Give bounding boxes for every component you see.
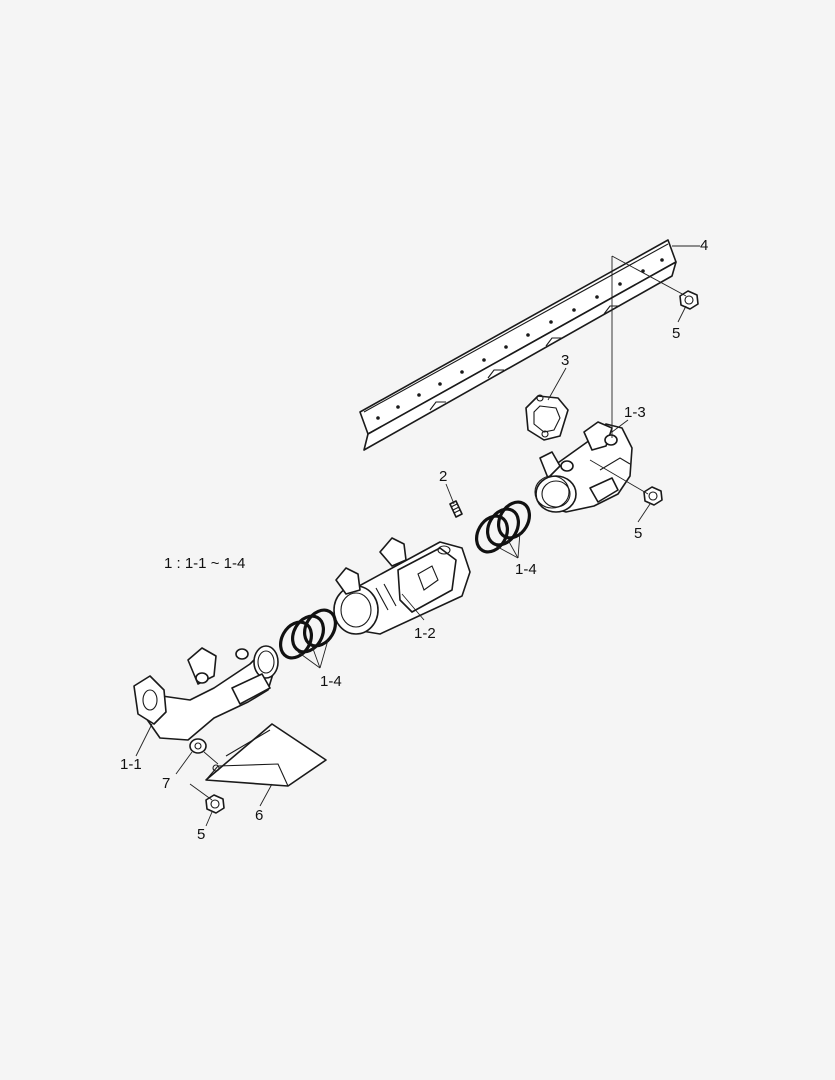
label-part-5-middle: 5 — [634, 525, 643, 542]
label-part-4: 4 — [700, 237, 709, 254]
nut-middle — [643, 486, 663, 506]
nut-bottom — [205, 794, 225, 814]
nut-top — [679, 290, 699, 310]
label-part-3: 3 — [561, 352, 570, 369]
label-part-6: 6 — [255, 807, 264, 824]
manifold-front-section — [133, 645, 279, 741]
label-part-5-top: 5 — [672, 325, 681, 342]
manifold-rear-section — [534, 421, 633, 513]
leader-lines — [135, 245, 700, 827]
washer — [189, 738, 207, 754]
manifold-middle-section — [333, 537, 471, 635]
label-part-5-bottom: 5 — [197, 826, 206, 843]
assembly-note: 1 : 1-1 ~ 1-4 — [164, 555, 246, 572]
heat-shield-bracket — [359, 239, 677, 451]
label-part-1-1: 1-1 — [120, 756, 142, 773]
gasket — [525, 394, 569, 441]
heat-shield-plate — [205, 723, 327, 787]
stud-bolt — [449, 500, 463, 518]
label-part-1-3: 1-3 — [624, 404, 646, 421]
label-part-1-4-right: 1-4 — [515, 561, 537, 578]
seal-rings-left — [278, 608, 338, 660]
label-part-2: 2 — [439, 468, 448, 485]
label-part-7: 7 — [162, 775, 171, 792]
label-part-1-2: 1-2 — [414, 625, 436, 642]
seal-rings-right — [474, 500, 532, 554]
label-part-1-4-left: 1-4 — [320, 673, 342, 690]
